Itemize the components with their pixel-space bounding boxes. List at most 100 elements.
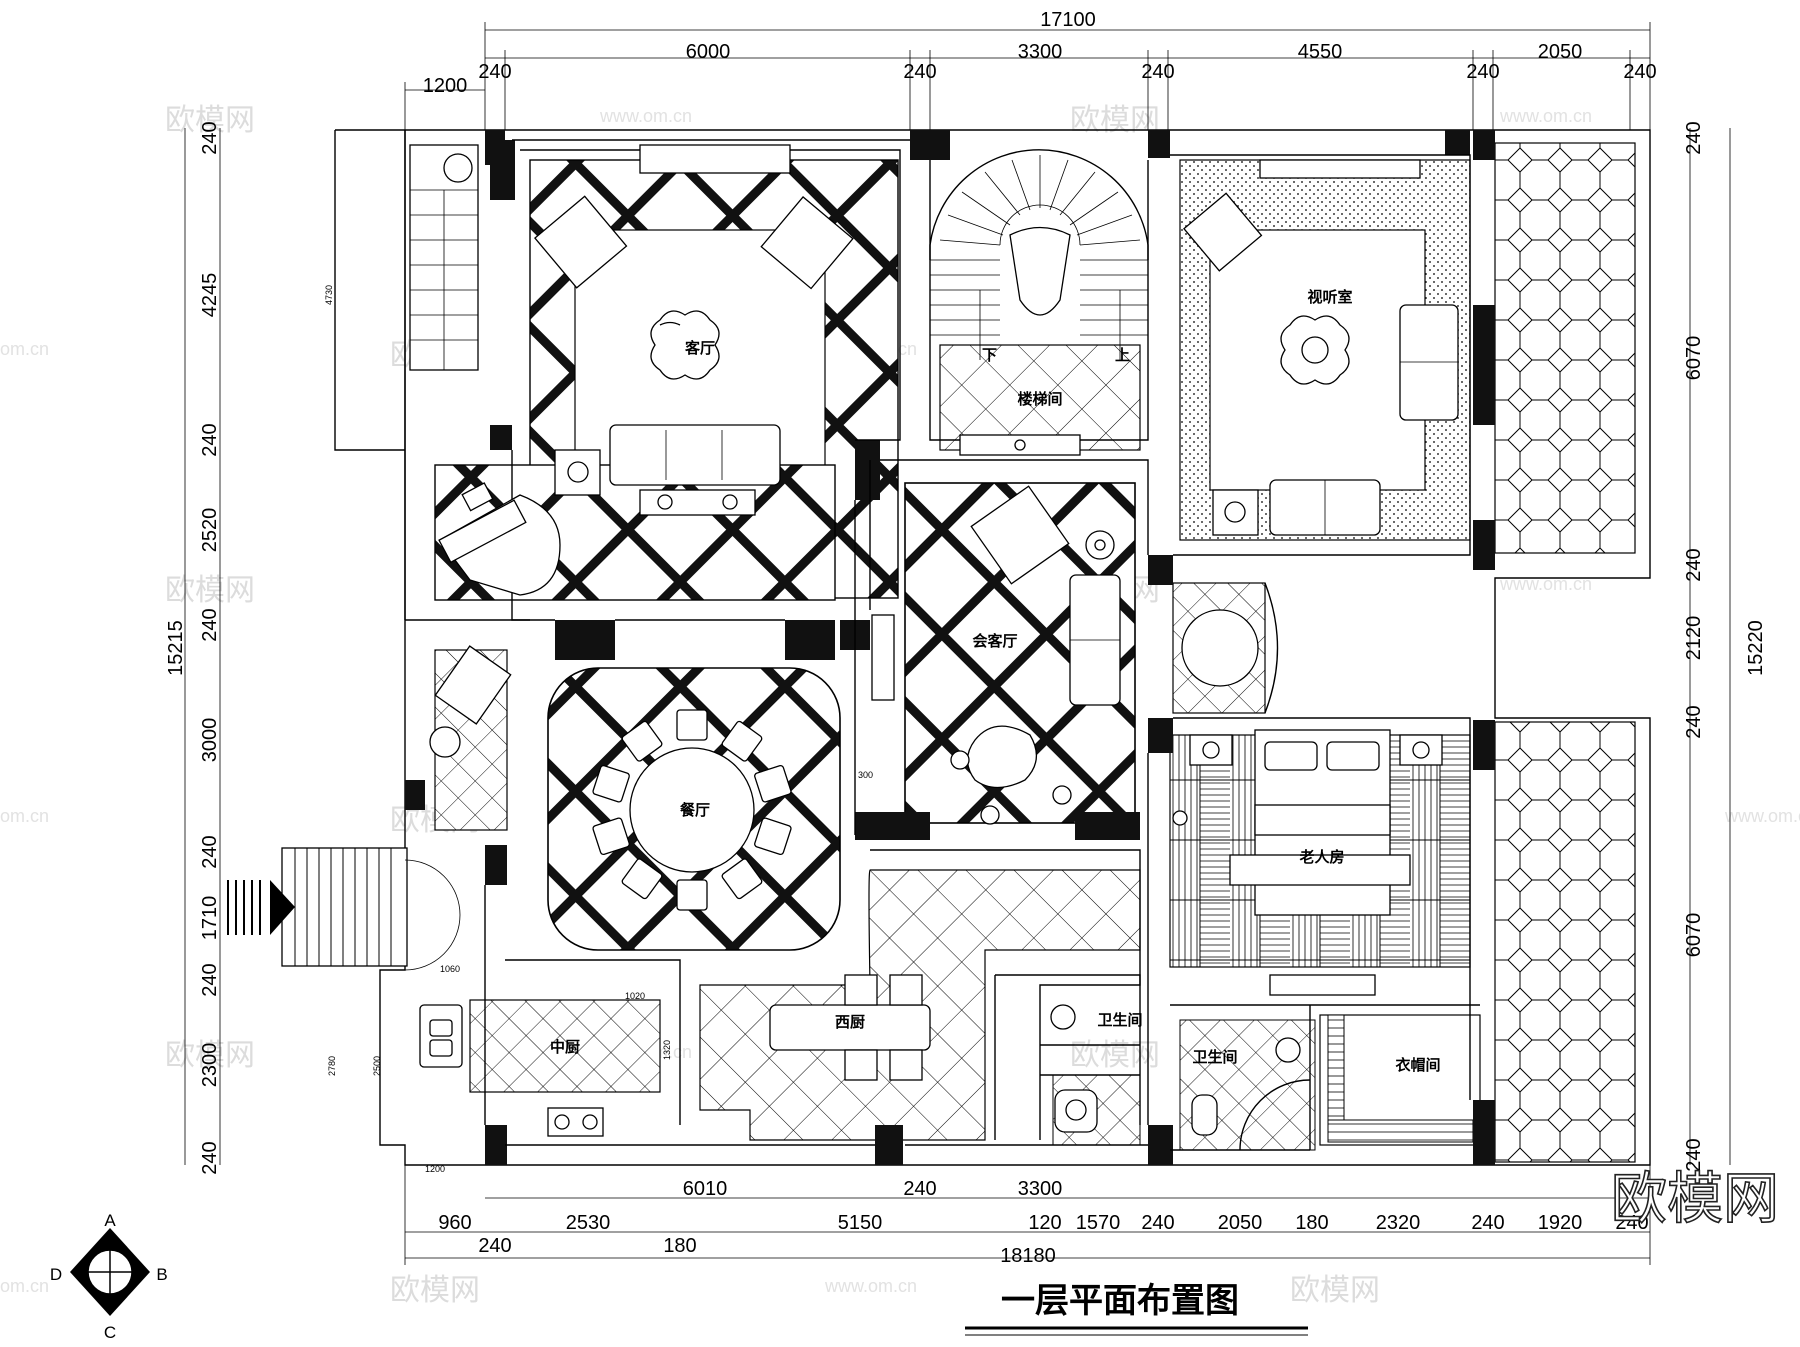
left-balcony (409, 144, 512, 758)
watermark: 欧模网 (1070, 103, 1160, 138)
dim-bottom: 240 (1141, 1212, 1174, 1234)
top-dimension: 17100 240 6000 240 3300 240 4550 240 205… (404, 9, 1657, 130)
dim-bottom: 3300 (1018, 1178, 1063, 1200)
dim-bottom: 240 (903, 1178, 936, 1200)
drawing-title: 一层平面布置图 (1001, 1281, 1239, 1321)
dining-chair (721, 720, 763, 762)
dim-bottom: 240 (1615, 1212, 1648, 1234)
dim-right: 240 (1683, 1138, 1705, 1171)
bathroom-fixtures (1050, 1004, 1311, 1151)
watermark: 欧模网 (1290, 1273, 1380, 1308)
watermark: 欧模网 (165, 1038, 255, 1073)
dim-top: 240 (478, 61, 511, 83)
dim-bottom: 240 (478, 1235, 511, 1257)
dim-bottom: 2530 (566, 1212, 611, 1234)
dim-minor: 2780 (327, 1056, 337, 1076)
watermark-url: om.cn (0, 339, 49, 359)
dim-bottom: 240 (1471, 1212, 1504, 1234)
room-dining: 餐厅 (680, 801, 710, 819)
dim-left: 240 (199, 835, 221, 868)
dim-top: 3300 (1018, 41, 1063, 63)
dim-left: 240 (199, 608, 221, 641)
dim-top-total: 17100 (1040, 9, 1096, 31)
dim-bottom: 2050 (1218, 1212, 1263, 1234)
watermark: 欧模网 (165, 573, 255, 608)
brand-logo: 欧模网 (1611, 1167, 1779, 1232)
dim-top: 2050 (1538, 41, 1583, 63)
western-kitchen-furniture (769, 974, 931, 1081)
dining-chair (754, 764, 792, 803)
watermark-url: om.cn (0, 806, 49, 826)
watermark-url: www.om.cn (1724, 806, 1800, 826)
dim-right: 2120 (1683, 616, 1705, 661)
watermark: 欧模网 (390, 1273, 480, 1308)
right-dimension: 15220 240 6070 240 2120 240 6070 240 (1683, 121, 1767, 1171)
dim-left: 1710 (199, 896, 221, 941)
room-bath-2: 卫生间 (1192, 1048, 1237, 1066)
staircase: 下 上 (929, 149, 1149, 456)
dim-top: 240 (1466, 61, 1499, 83)
dim-bottom: 180 (663, 1235, 696, 1257)
dim-top: 240 (903, 61, 936, 83)
stair-down-label: 下 (982, 346, 997, 364)
dim-bottom: 180 (1295, 1212, 1328, 1234)
room-bath-1: 卫生间 (1097, 1011, 1142, 1029)
dim-bottom: 1570 (1076, 1212, 1121, 1234)
chinese-kitchen-furniture (419, 1004, 604, 1137)
minor-dimensions: 4730 300 1060 1020 2780 2500 1200 1320 (324, 285, 873, 1174)
dim-bottom-total: 18180 (1000, 1245, 1056, 1267)
room-living: 客厅 (684, 339, 715, 357)
dim-top-left: 1200 (423, 75, 468, 97)
dim-right: 240 (1683, 548, 1705, 581)
dining-chair (721, 858, 763, 900)
dim-right: 240 (1683, 705, 1705, 738)
watermark-url: www.om.cn (1499, 106, 1592, 126)
stair-up-label: 上 (1115, 346, 1130, 364)
living-room-furniture (438, 144, 854, 596)
room-reception: 会客厅 (972, 632, 1017, 650)
dim-right: 240 (1683, 121, 1705, 154)
dining-chair (621, 720, 663, 762)
compass: A B C D (50, 1211, 168, 1342)
dim-top: 6000 (686, 41, 731, 63)
room-stair: 楼梯间 (1017, 390, 1062, 408)
dim-top: 4550 (1298, 41, 1343, 63)
dim-minor: 1020 (625, 991, 645, 1001)
dim-bottom: 6010 (683, 1178, 728, 1200)
watermark: 欧模网 (1070, 1038, 1160, 1073)
dim-left-total: 15215 (165, 620, 187, 676)
room-elder: 老人房 (1298, 848, 1344, 866)
dim-minor: 4730 (324, 285, 334, 305)
room-av: 视听室 (1307, 288, 1352, 306)
watermark: 欧模网 (165, 103, 255, 138)
dining-chair (676, 709, 708, 741)
entrance-steps (227, 847, 461, 971)
room-western-kitchen: 西厨 (835, 1013, 865, 1031)
elder-room-furniture (1172, 729, 1443, 996)
dim-minor: 1060 (440, 964, 460, 974)
dim-bottom: 1920 (1538, 1212, 1583, 1234)
room-labels: 客厅 楼梯间 视听室 会客厅 餐厅 老人房 西厨 中厨 卫生间 卫生间 衣帽间 (550, 288, 1441, 1074)
dim-bottom: 2320 (1376, 1212, 1421, 1234)
watermark-url: www.om.cn (599, 106, 692, 126)
room-closet: 衣帽间 (1395, 1056, 1440, 1074)
dim-right: 6070 (1683, 913, 1705, 958)
corridor-furniture (1181, 582, 1279, 714)
compass-south: C (104, 1323, 116, 1342)
room-chinese-kitchen: 中厨 (550, 1038, 580, 1056)
dim-left: 4245 (199, 273, 221, 318)
dim-left: 240 (199, 1141, 221, 1174)
dim-bottom: 960 (438, 1212, 471, 1234)
av-room-furniture (1183, 159, 1459, 536)
dining-chair (621, 858, 663, 900)
dim-minor: 2500 (372, 1056, 382, 1076)
bottom-dimension: 6010 240 3300 960 2530 5150 120 1570 240… (404, 1160, 1651, 1267)
dim-left: 2520 (199, 508, 221, 553)
walls (334, 129, 1651, 1166)
dining-furniture (592, 709, 792, 911)
dining-chair (592, 817, 630, 856)
dining-chair (592, 764, 630, 803)
dim-right-total: 15220 (1745, 620, 1767, 676)
dim-left: 2300 (199, 1043, 221, 1088)
